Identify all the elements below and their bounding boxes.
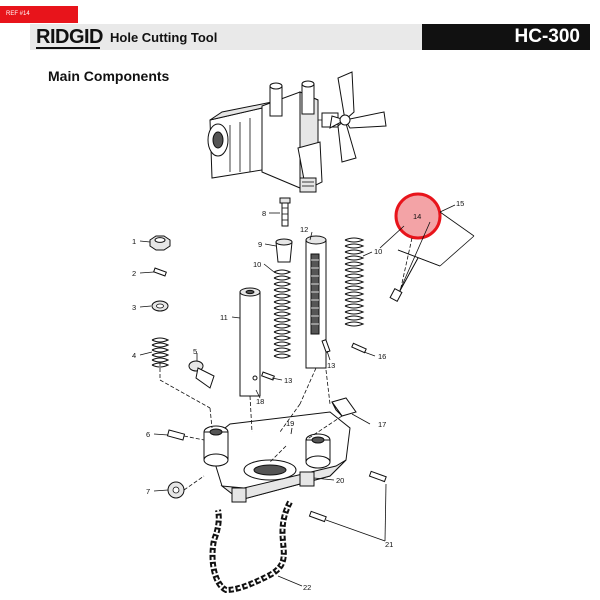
drill-assembly-illustration [207, 71, 387, 193]
callout-22: 22 [303, 583, 311, 592]
part-1-nut [149, 235, 171, 251]
model-bar [422, 24, 590, 50]
callout-5: 5 [193, 347, 197, 356]
callout-10-right: 10 [374, 247, 382, 256]
callout-7: 7 [146, 487, 150, 496]
callout-2: 2 [132, 269, 136, 278]
leader-lines [139, 204, 475, 587]
part-14-highlight [394, 192, 442, 240]
callout-12: 12 [300, 225, 308, 234]
part-4-spring [151, 337, 170, 368]
callout-15: 15 [456, 199, 464, 208]
callout-14: 14 [413, 212, 421, 221]
part-10-spring-left [273, 269, 292, 359]
part-15-t-wrench [389, 249, 441, 302]
callout-13-right: 13 [327, 361, 335, 370]
part-9-sleeve [275, 238, 293, 263]
callout-17: 17 [378, 420, 386, 429]
part-17-bracket [331, 397, 357, 417]
tool-title: Hole Cutting Tool [110, 30, 218, 45]
callout-8: 8 [262, 209, 266, 218]
part-5-bolt [188, 360, 215, 389]
callout-labels: 1 2 3 4 5 6 7 8 9 10 10 11 12 13 13 14 1… [132, 199, 464, 592]
part-2-pin [153, 267, 167, 277]
part-13-pin-left [261, 371, 275, 381]
part-21-pin-lower [308, 510, 327, 523]
callout-16: 16 [378, 352, 386, 361]
part-13-pin-right [321, 339, 331, 353]
part-3-washer [151, 300, 169, 312]
part-12-rack-column [305, 235, 327, 369]
header-bar [30, 24, 422, 50]
callout-13-left: 13 [284, 376, 292, 385]
part-21-pin-upper [368, 470, 387, 483]
assembly-lines [159, 362, 343, 491]
callout-19: 19 [286, 419, 294, 428]
model-number: HC-300 [514, 26, 580, 47]
callout-11: 11 [220, 313, 228, 322]
part-16-pin [351, 342, 367, 354]
brand-underline [36, 47, 100, 49]
part-8-screw [279, 197, 291, 227]
part-7-nut [167, 481, 185, 499]
callout-3: 3 [132, 303, 136, 312]
part-22-chain [209, 500, 293, 594]
part-10-spring-right [344, 237, 365, 327]
part-11-column [239, 287, 261, 397]
callout-21: 21 [385, 540, 393, 549]
callout-1: 1 [132, 237, 136, 246]
ref-tag: REF #14 [0, 6, 78, 23]
callout-4: 4 [132, 351, 136, 360]
part-20-base [203, 411, 351, 503]
callout-6: 6 [146, 430, 150, 439]
brand-logo: RIDGID [36, 26, 104, 48]
callout-10-left: 10 [253, 260, 261, 269]
part-6-pin [166, 429, 186, 441]
callout-18: 18 [256, 397, 264, 406]
section-title: Main Components [48, 68, 170, 84]
callout-9: 9 [258, 240, 262, 249]
callout-20: 20 [336, 476, 344, 485]
